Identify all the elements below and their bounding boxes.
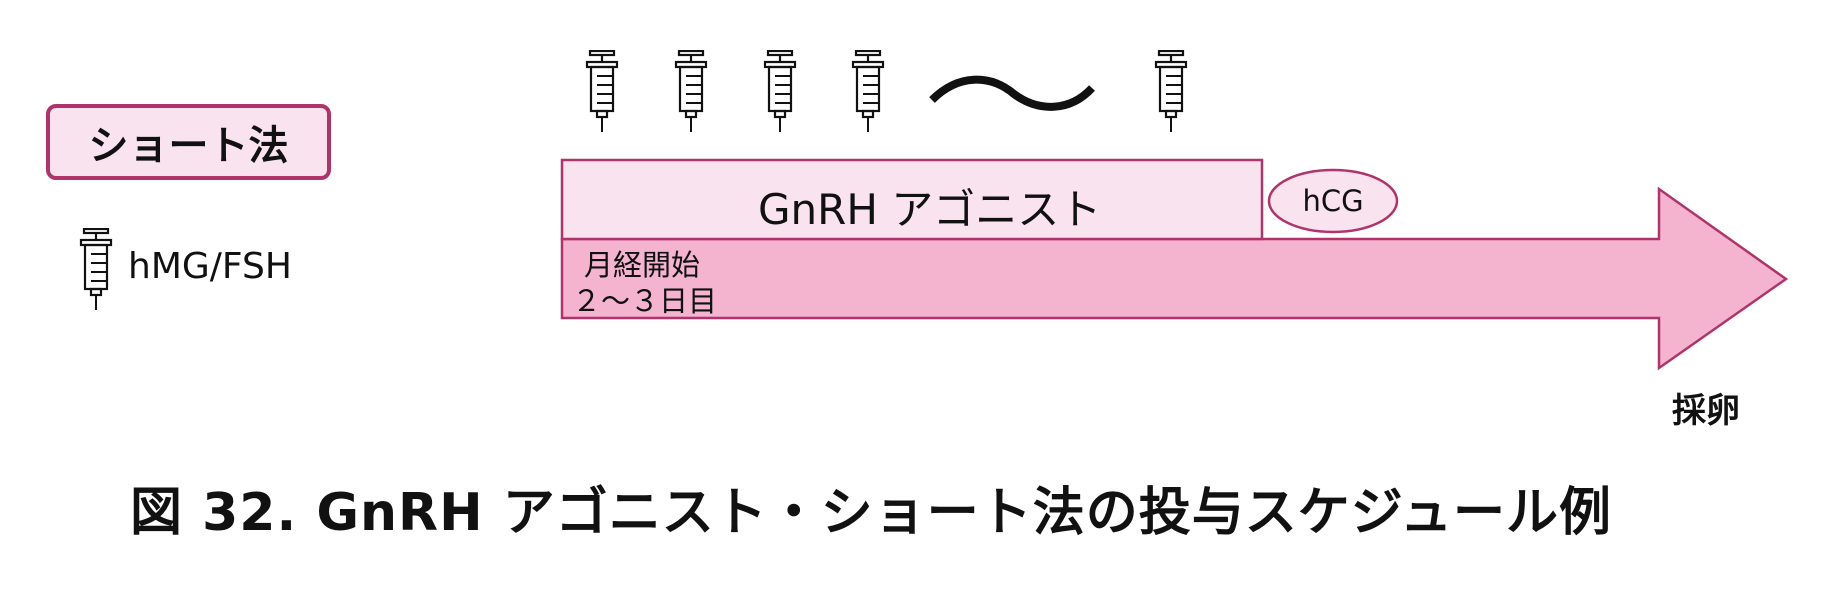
agonist-label: GnRH アゴニスト xyxy=(758,185,1102,234)
syringe-icon xyxy=(674,50,708,134)
hcg-ellipse xyxy=(1267,168,1399,234)
timeline-start-line1: 月経開始 xyxy=(584,248,701,282)
method-label: ショート法 xyxy=(88,123,289,169)
legend-syringe-icon xyxy=(79,228,113,312)
timeline-arrow xyxy=(560,186,1789,371)
syringe-icon xyxy=(1154,50,1188,134)
hcg-label: hCG xyxy=(1268,170,1398,232)
agonist-bar xyxy=(560,158,1264,241)
figure-caption: 図 32. GnRH アゴニスト・ショート法の投与スケジュール例 xyxy=(130,483,1613,543)
wave-icon xyxy=(929,75,1095,111)
hcg-label-text: hCG xyxy=(1302,184,1364,218)
legend-label: hMG/FSH xyxy=(128,246,292,287)
syringe-icon xyxy=(763,50,797,134)
syringe-icon xyxy=(851,50,885,134)
timeline-start-line2: ２～３日目 xyxy=(572,284,718,318)
retrieval-label: 採卵 xyxy=(1672,391,1740,431)
syringe-icon xyxy=(585,50,619,134)
method-box: ショート法 xyxy=(46,104,331,180)
